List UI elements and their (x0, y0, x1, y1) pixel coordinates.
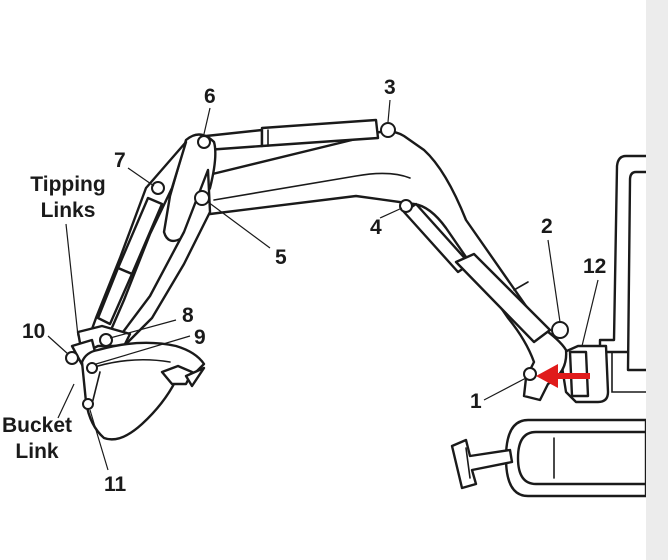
label-pin-5: 5 (275, 246, 287, 269)
label-tipping-links-line1: Tipping (30, 173, 106, 196)
label-pin-8: 8 (182, 304, 194, 327)
boom-cylinder (402, 202, 552, 344)
pin-2-marker (551, 321, 569, 339)
label-tipping-links: Tipping Links (18, 172, 118, 224)
label-pin-6: 6 (204, 85, 216, 108)
label-pin-1: 1 (470, 390, 482, 413)
label-pin-2: 2 (541, 215, 553, 238)
red-arrow-icon (536, 364, 590, 388)
pin-9-marker (86, 362, 98, 374)
boom (194, 130, 568, 402)
pin-8-marker (99, 333, 113, 347)
pin-11-marker (82, 398, 94, 410)
label-bucket-link-line2: Link (15, 440, 59, 463)
label-pin-3: 3 (384, 76, 396, 99)
bucket (80, 341, 206, 441)
label-pin-10: 10 (22, 320, 46, 343)
pin-4-marker (399, 199, 413, 213)
label-bucket-link-line1: Bucket (1, 414, 73, 437)
side-panel (646, 0, 668, 560)
label-pin-9: 9 (194, 326, 206, 349)
pivot-pins (65, 122, 569, 410)
label-pin-11: 11 (104, 473, 127, 496)
label-pin-12: 12 (583, 255, 607, 278)
pin-6-marker (197, 135, 211, 149)
pin-1-marker (523, 367, 537, 381)
excavator-arm-diagram (47, 99, 646, 498)
label-pin-7: 7 (114, 149, 126, 172)
machine-cab (598, 154, 646, 393)
pin-5-marker (194, 190, 210, 206)
bucket-cylinder (96, 196, 164, 326)
dozer-blade (450, 438, 514, 490)
pin-7-marker (151, 181, 165, 195)
track (504, 418, 646, 498)
pin-3-marker (380, 122, 396, 138)
label-pin-4: 4 (370, 216, 382, 239)
pin-10-marker (65, 351, 79, 365)
leader-lines (47, 99, 599, 471)
label-bucket-link: Bucket Link (0, 413, 78, 465)
label-tipping-links-line2: Links (40, 199, 96, 222)
